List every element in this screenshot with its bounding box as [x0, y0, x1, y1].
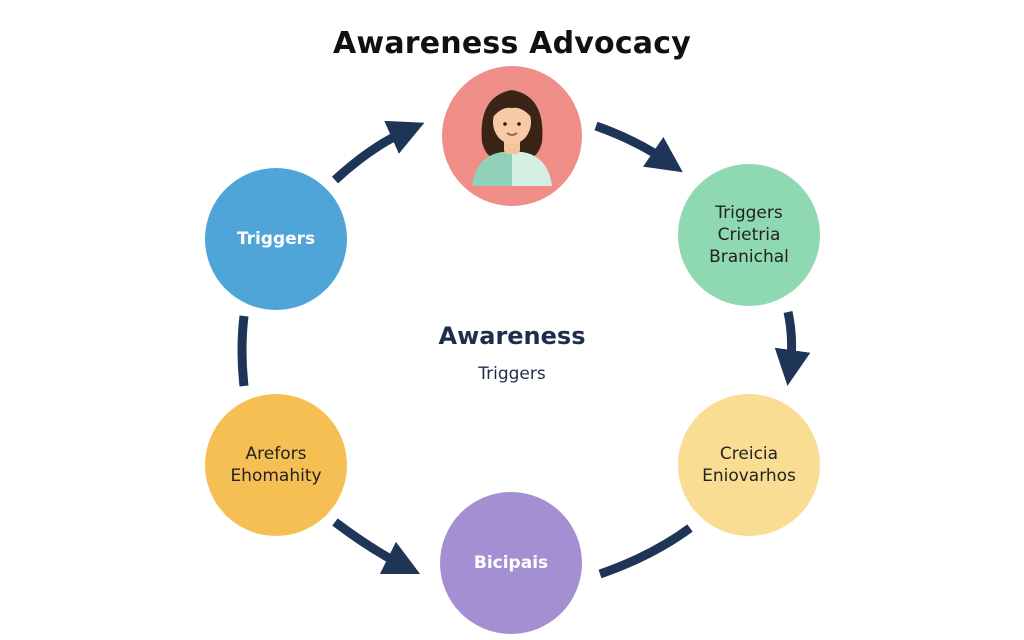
node-right-top-label: Triggers Crietria Branichal [709, 202, 789, 268]
node-left-bottom-line-1: Arefors [245, 444, 307, 464]
node-left-top-label: Triggers [237, 228, 315, 250]
node-right-top: Triggers Crietria Branichal [678, 164, 820, 306]
center-title: Awareness [438, 322, 586, 350]
node-right-top-line-3: Branichal [709, 247, 789, 267]
person-avatar-icon [472, 90, 552, 186]
person-node [442, 66, 582, 206]
node-bottom: Bicipais [440, 492, 582, 634]
node-bottom-label: Bicipais [474, 552, 548, 574]
arrow-lefttop-to-person [331, 120, 425, 184]
node-right-bottom: Creicia Eniovarhos [678, 394, 820, 536]
arrow-leftbottom-to-bottom [332, 518, 421, 575]
node-left-bottom-line-2: Ehomahity [230, 466, 322, 486]
arrow-righttop-to-rightbottom [774, 311, 811, 386]
node-right-top-line-2: Crietria [717, 225, 781, 245]
node-right-bottom-line-1: Creicia [719, 444, 779, 464]
node-bottom-line-1: Bicipais [473, 553, 549, 573]
arrow-person-to-righttop [594, 121, 683, 173]
node-right-bottom-line-2: Eniovarhos [702, 466, 796, 486]
node-right-bottom-label: Creicia Eniovarhos [702, 443, 796, 487]
arrow-rightbottom-to-bottom [598, 524, 693, 579]
diagram-title: Awareness Advocacy [332, 26, 691, 61]
center-subtitle: Triggers [478, 364, 546, 384]
node-left-top-line-1: Triggers [236, 229, 316, 249]
arrow-leftbottom-to-lefttop [237, 315, 249, 387]
node-left-bottom: Arefors Ehomahity [205, 394, 347, 536]
node-left-bottom-label: Arefors Ehomahity [230, 443, 321, 487]
node-right-top-line-1: Triggers [715, 203, 783, 223]
node-left-top: Triggers [205, 168, 347, 310]
